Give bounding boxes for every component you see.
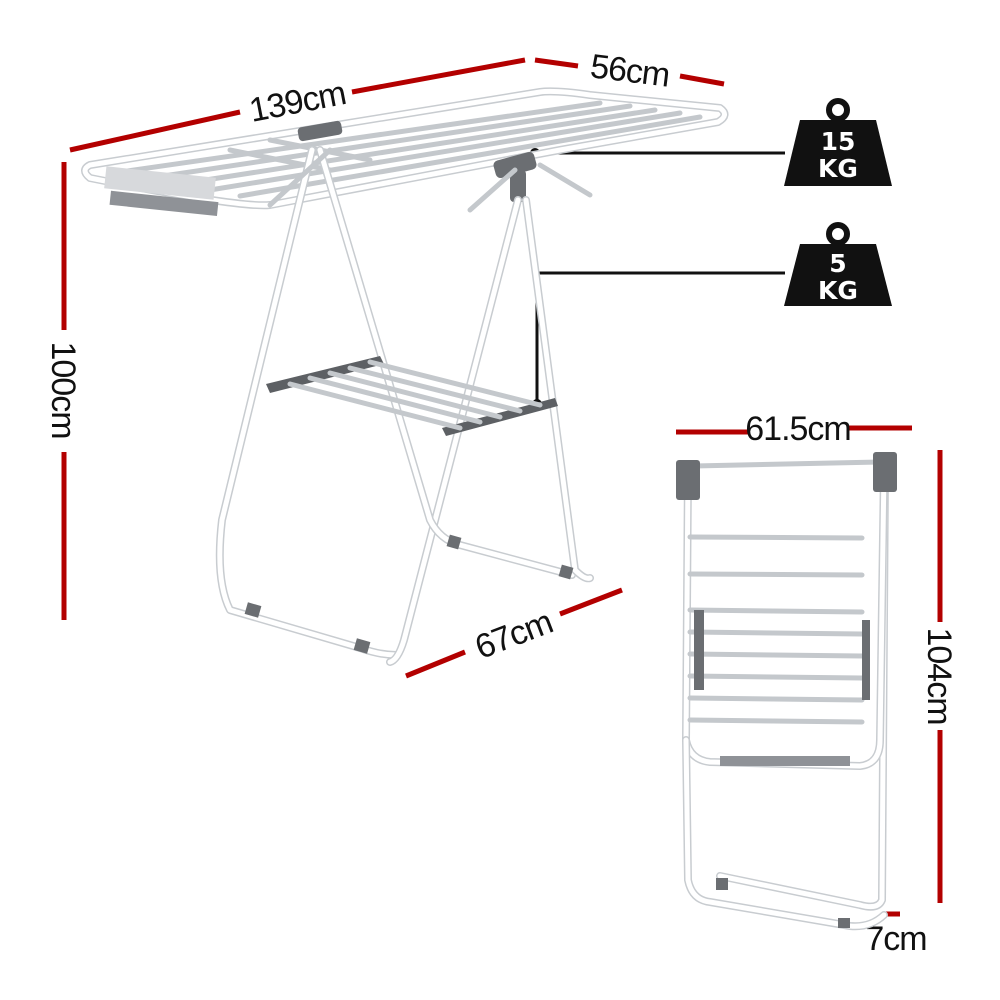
folded-depth-label: 7cm xyxy=(865,920,926,958)
folded-back-frame-highlight xyxy=(717,467,888,910)
folded-foot-cap xyxy=(716,878,728,890)
weight-5kg-icon xyxy=(784,244,892,306)
top-rails xyxy=(117,100,703,199)
leg-back-right-highlight xyxy=(523,197,593,581)
height-label: 100cm xyxy=(44,341,82,438)
base-width-label: 67cm xyxy=(470,603,558,667)
weight-lower-unit: KG xyxy=(818,276,858,305)
folded-legs-highlight xyxy=(683,737,887,929)
foot-cap xyxy=(558,564,574,580)
folded-top-cap-left xyxy=(676,460,700,500)
folded-rail xyxy=(687,651,865,659)
shelf-rail xyxy=(287,381,463,431)
folded-drying-rack xyxy=(676,452,897,931)
base-dimension-line-left xyxy=(405,649,466,679)
weight-leader-lines xyxy=(530,148,785,409)
depth-label: 56cm xyxy=(588,47,671,94)
shelf-rail xyxy=(367,359,543,408)
top-rail xyxy=(207,110,683,193)
folded-rail xyxy=(687,695,865,703)
weight-icon-15kg: 15 KG xyxy=(784,98,892,186)
lower-shelf xyxy=(266,356,558,436)
leg-front-left-highlight xyxy=(217,147,399,658)
folded-rail xyxy=(687,629,865,637)
depth-dimension-line-right xyxy=(679,73,725,87)
cross-strut xyxy=(267,147,333,208)
folded-rail xyxy=(687,673,865,681)
left-wing-bar xyxy=(104,166,216,200)
rack-legs xyxy=(215,146,594,666)
base-dimension-line-right xyxy=(559,587,623,617)
folded-rail xyxy=(687,571,865,578)
folded-width-label: 61.5cm xyxy=(745,410,851,448)
folded-top-bar xyxy=(691,459,883,469)
weight-top-number: 15 xyxy=(821,127,856,156)
foot-cap xyxy=(244,602,262,618)
folded-rail xyxy=(687,607,865,615)
leg-back-left-highlight xyxy=(317,147,575,578)
shelf-rail xyxy=(307,375,483,425)
weight-15kg-icon xyxy=(784,120,892,186)
folded-rail xyxy=(687,717,865,725)
folded-foot-cap xyxy=(838,918,850,928)
top-rail xyxy=(177,107,658,187)
lower-load-leader xyxy=(535,271,785,404)
top-rail xyxy=(147,103,633,181)
foot-cap xyxy=(353,638,371,654)
shelf-rail xyxy=(327,370,503,420)
shelf-rail xyxy=(347,365,523,414)
hinge-joint-right-lower xyxy=(510,170,526,202)
weight-lower-number: 5 xyxy=(829,249,846,278)
cross-strut xyxy=(467,167,518,213)
length-dimension-line-left xyxy=(69,109,241,153)
hinge-joint-right xyxy=(493,151,537,179)
leg-front-right-highlight xyxy=(387,197,521,665)
weight-handle-icon xyxy=(826,222,850,246)
dimension-lines xyxy=(61,57,943,917)
left-wing-bar-slots xyxy=(109,190,219,217)
top-rail xyxy=(237,114,703,199)
weight-top-unit: KG xyxy=(818,154,858,183)
hinge-joint-left xyxy=(297,120,343,142)
length-dimension-line-right xyxy=(351,57,526,95)
folded-hook-bar xyxy=(720,756,850,766)
top-rail xyxy=(117,100,603,175)
weight-handle-icon xyxy=(826,98,850,122)
depth-dimension-line-left xyxy=(534,57,579,69)
cross-strut xyxy=(537,162,593,198)
folded-rails xyxy=(687,534,865,725)
weight-icon-5kg: 5 KG xyxy=(784,222,892,306)
folded-rail xyxy=(687,534,865,541)
open-drying-rack xyxy=(81,87,729,666)
foot-cap xyxy=(446,534,462,550)
folded-top-cap-right xyxy=(873,452,897,492)
folded-side-bar-right xyxy=(862,620,870,700)
folded-side-bar-left xyxy=(694,610,704,690)
dimension-labels: 139cm 56cm 100cm 67cm 61.5cm 104cm 7cm xyxy=(44,47,958,958)
folded-height-label: 104cm xyxy=(920,627,958,724)
